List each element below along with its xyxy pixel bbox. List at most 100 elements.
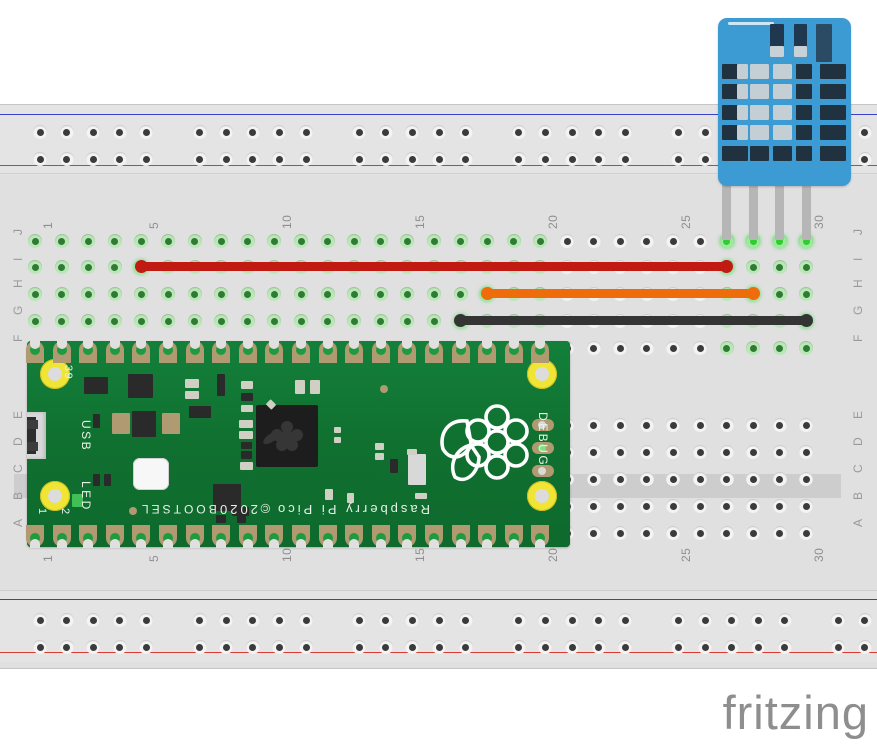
dht11-pin-3[interactable] bbox=[775, 182, 785, 240]
power-rail-top-hole[interactable] bbox=[33, 125, 47, 139]
hole-J23[interactable] bbox=[613, 234, 628, 248]
hole-E22[interactable] bbox=[586, 418, 601, 432]
power-rail-bottom-hole[interactable] bbox=[671, 613, 686, 627]
hole-J22[interactable] bbox=[586, 234, 601, 248]
power-rail-bottom-hole[interactable] bbox=[857, 640, 872, 654]
hole-J24[interactable] bbox=[639, 234, 654, 248]
hole-D29[interactable] bbox=[772, 445, 787, 459]
power-rail-bottom-hole[interactable] bbox=[777, 640, 792, 654]
power-rail-bottom-hole[interactable] bbox=[139, 640, 154, 654]
hole-I4[interactable] bbox=[107, 260, 122, 274]
hole-G2[interactable] bbox=[54, 314, 69, 328]
hole-E29[interactable] bbox=[772, 418, 787, 432]
power-rail-bottom-hole[interactable] bbox=[192, 613, 207, 627]
hole-B29[interactable] bbox=[772, 499, 787, 513]
hole-F25[interactable] bbox=[666, 341, 681, 355]
hole-H12[interactable] bbox=[320, 287, 335, 301]
hole-I2[interactable] bbox=[54, 260, 69, 274]
power-rail-bottom-hole[interactable] bbox=[139, 613, 154, 627]
hole-E30[interactable] bbox=[799, 418, 814, 432]
power-rail-top-hole[interactable] bbox=[565, 125, 579, 139]
power-rail-bottom-hole[interactable] bbox=[565, 613, 579, 627]
power-rail-top-hole[interactable] bbox=[618, 152, 633, 166]
power-rail-top-hole[interactable] bbox=[245, 152, 260, 166]
power-rail-bottom-hole[interactable] bbox=[857, 613, 872, 627]
hole-G13[interactable] bbox=[347, 314, 362, 328]
hole-E24[interactable] bbox=[639, 418, 654, 432]
signal-wire[interactable] bbox=[487, 288, 754, 298]
ground-wire[interactable] bbox=[460, 315, 807, 325]
power-rail-bottom-hole[interactable] bbox=[378, 640, 393, 654]
hole-A27[interactable] bbox=[719, 526, 734, 540]
hole-C27[interactable] bbox=[719, 472, 734, 486]
hole-H11[interactable] bbox=[294, 287, 308, 301]
power-rail-top-hole[interactable] bbox=[112, 125, 127, 139]
hole-B26[interactable] bbox=[693, 499, 707, 513]
hole-D22[interactable] bbox=[586, 445, 601, 459]
hole-J2[interactable] bbox=[54, 234, 69, 248]
hole-H17[interactable] bbox=[453, 287, 468, 301]
hole-H30[interactable] bbox=[799, 287, 814, 301]
hole-G14[interactable] bbox=[373, 314, 388, 328]
signal-wire-end-connector[interactable] bbox=[746, 286, 760, 300]
power-rail-bottom-hole[interactable] bbox=[245, 640, 260, 654]
hole-E25[interactable] bbox=[666, 418, 681, 432]
power-rail-top-hole[interactable] bbox=[857, 125, 872, 139]
hole-F24[interactable] bbox=[639, 341, 654, 355]
power-rail-top-hole[interactable] bbox=[245, 125, 260, 139]
power-rail-top-hole[interactable] bbox=[219, 125, 234, 139]
power-rail-top-hole[interactable] bbox=[405, 125, 420, 139]
power-rail-bottom-hole[interactable] bbox=[432, 613, 446, 627]
hole-F29[interactable] bbox=[772, 341, 787, 355]
hole-J16[interactable] bbox=[427, 234, 441, 248]
hole-J15[interactable] bbox=[400, 234, 415, 248]
power-rail-top-hole[interactable] bbox=[219, 152, 234, 166]
power-rail-bottom-hole[interactable] bbox=[352, 640, 367, 654]
hole-C29[interactable] bbox=[772, 472, 787, 486]
hole-H5[interactable] bbox=[134, 287, 149, 301]
power-rail-bottom-hole[interactable] bbox=[352, 613, 367, 627]
power-rail-top-hole[interactable] bbox=[432, 152, 446, 166]
hole-D25[interactable] bbox=[666, 445, 681, 459]
hole-A26[interactable] bbox=[693, 526, 707, 540]
hole-A24[interactable] bbox=[639, 526, 654, 540]
power-rail-top-hole[interactable] bbox=[378, 152, 393, 166]
hole-G9[interactable] bbox=[240, 314, 255, 328]
power-rail-top-hole[interactable] bbox=[139, 152, 154, 166]
hole-C22[interactable] bbox=[586, 472, 601, 486]
hole-J1[interactable] bbox=[28, 234, 42, 248]
hole-F23[interactable] bbox=[613, 341, 628, 355]
dht11-pin-1[interactable] bbox=[722, 182, 732, 240]
hole-D27[interactable] bbox=[719, 445, 734, 459]
dht11-pin-2[interactable] bbox=[748, 182, 758, 240]
power-rail-top-hole[interactable] bbox=[591, 152, 606, 166]
power-rail-bottom-hole[interactable] bbox=[405, 613, 420, 627]
power-rail-bottom-hole[interactable] bbox=[219, 640, 234, 654]
hole-J4[interactable] bbox=[107, 234, 122, 248]
power-rail-bottom-hole[interactable] bbox=[698, 640, 712, 654]
hole-H10[interactable] bbox=[267, 287, 282, 301]
hole-D26[interactable] bbox=[693, 445, 707, 459]
power-rail-top-hole[interactable] bbox=[352, 152, 367, 166]
power-rail-bottom[interactable] bbox=[0, 590, 877, 662]
hole-E26[interactable] bbox=[693, 418, 707, 432]
power-rail-bottom-hole[interactable] bbox=[299, 613, 313, 627]
power-rail-top-hole[interactable] bbox=[352, 125, 367, 139]
power-rail-bottom-hole[interactable] bbox=[538, 613, 553, 627]
hole-D30[interactable] bbox=[799, 445, 814, 459]
power-rail-bottom-hole[interactable] bbox=[591, 640, 606, 654]
power-rail-bottom-hole[interactable] bbox=[751, 613, 766, 627]
signal-wire-start-connector[interactable] bbox=[480, 286, 494, 300]
hole-J25[interactable] bbox=[666, 234, 681, 248]
power-rail-bottom-hole[interactable] bbox=[538, 640, 553, 654]
hole-J26[interactable] bbox=[693, 234, 707, 248]
hole-J5[interactable] bbox=[134, 234, 149, 248]
hole-H14[interactable] bbox=[373, 287, 388, 301]
power-rail-top-hole[interactable] bbox=[511, 152, 526, 166]
power-rail-bottom-hole[interactable] bbox=[458, 640, 473, 654]
power-rail-top-hole[interactable] bbox=[192, 152, 207, 166]
power-wire[interactable] bbox=[141, 261, 727, 271]
power-rail-top-hole[interactable] bbox=[86, 125, 101, 139]
power-rail-bottom-hole[interactable] bbox=[831, 613, 845, 627]
hole-J13[interactable] bbox=[347, 234, 362, 248]
